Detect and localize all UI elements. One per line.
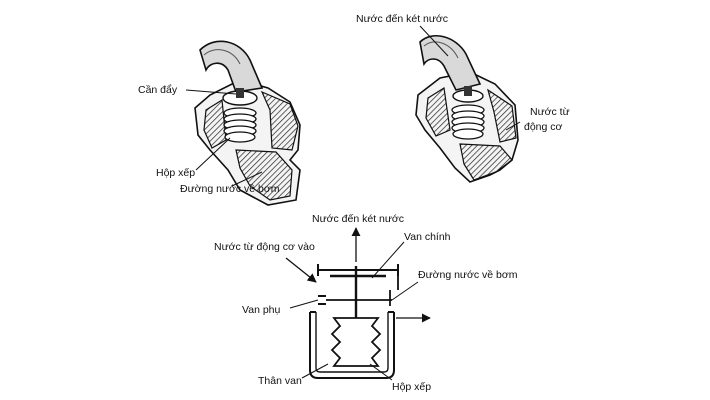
left-hatched-lower (235, 149, 293, 201)
bottom-bellows-label: Hộp xếp (392, 381, 431, 393)
right-from-engine-label-2: động cơ (524, 121, 563, 133)
left-hatched-wall-right (260, 90, 299, 151)
left-bellows-label: Hộp xếp (156, 167, 195, 179)
right-to-radiator-label: Nước đến két nước (356, 13, 448, 25)
left-lever-label: Cần đẩy (138, 84, 178, 96)
bottom-to-radiator-label: Nước đến két nước (312, 213, 404, 225)
main-valve-label: Van chính (404, 231, 451, 243)
valve-schematic: Nước đến két nước Nước từ động cơ vào Va… (214, 213, 518, 393)
left-bellows (223, 107, 257, 143)
left-thermostat-cutaway: Cần đẩy Hộp xếp Đường nước về bơm (138, 40, 301, 206)
valve-body-label: Thân van (258, 375, 302, 387)
engine-inlet-label: Nước từ động cơ vào (214, 241, 315, 253)
left-pump-return-label: Đường nước về bơm (180, 183, 280, 195)
schematic-bellows (330, 317, 382, 367)
left-hatched-wall-left (203, 98, 227, 149)
right-hatched-wall-right (486, 88, 517, 143)
aux-valve-label: Van phụ (242, 304, 280, 316)
pump-return-label: Đường nước về bơm (418, 269, 518, 281)
right-from-engine-label-1: Nước từ (530, 106, 570, 118)
right-hose (419, 34, 482, 91)
right-hatched-lower (459, 143, 513, 181)
right-hatched-wall-left (425, 87, 451, 137)
right-thermostat-cutaway: Nước đến két nước Nước từ động cơ (356, 13, 570, 183)
left-hose (199, 40, 264, 93)
flow-arrow-engine-inlet (285, 257, 317, 283)
right-bellows (451, 104, 485, 140)
